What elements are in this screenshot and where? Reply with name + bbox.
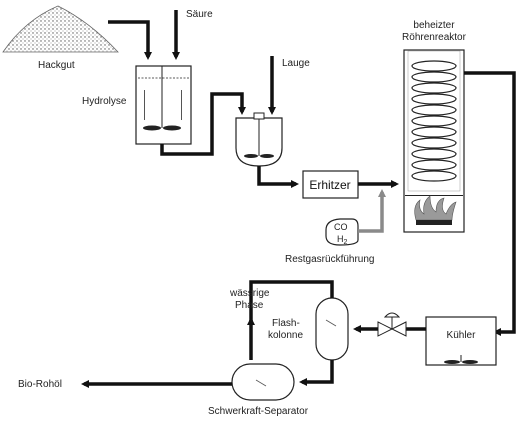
tubular-reactor: [403, 49, 465, 233]
hydrolyse-label: Hydrolyse: [82, 96, 127, 107]
hydrolysis-tank: [135, 65, 192, 145]
pipe-hydrolysis-to-neutralizer: [160, 92, 246, 156]
pipe-flash-to-separator: [299, 360, 334, 386]
separator-label: Schwerkraft-Separator: [208, 406, 309, 417]
heater-box: [302, 170, 359, 199]
flash-label-line2: kolonne: [268, 330, 303, 341]
reactor-coil: [411, 60, 457, 182]
kuehler-label: Kühler: [447, 330, 477, 341]
saeure-label: Säure: [186, 9, 213, 20]
pipe-reactor-to-cooler: [464, 71, 516, 336]
gas-recycle-pipe: [358, 189, 386, 233]
h2-label: H2: [337, 234, 348, 246]
throttle-valve: [377, 312, 407, 337]
recycle-gas-unit: CO H2: [325, 218, 359, 246]
reaktor-label-line2: Röhrenreaktor: [402, 32, 467, 43]
waessrige-label-line2: Phase: [235, 300, 264, 311]
biorohoel-label: Bio-Rohöl: [18, 379, 62, 390]
waessrige-label-line1: wässrige: [229, 288, 270, 299]
erhitzer-label: Erhitzer: [309, 178, 350, 192]
restgas-label: Restgasrückführung: [285, 254, 375, 265]
wood-chip-pile: [2, 5, 119, 53]
burner-flame: [414, 195, 457, 225]
flash-column: [315, 297, 349, 361]
co-label: CO: [334, 222, 348, 232]
flash-label-line1: Flash-: [272, 318, 300, 329]
aqueous-phase-pipe: [249, 280, 334, 324]
gravity-separator: [231, 363, 295, 401]
neutralization-tank: [235, 112, 283, 167]
hackgut-label: Hackgut: [38, 60, 75, 71]
reaktor-label-line1: beheizter: [413, 20, 455, 31]
cooler-unit: [425, 316, 497, 366]
hackgut-feed-pipe: [108, 20, 152, 60]
pipe-neutralizer-to-heater: [257, 166, 299, 188]
lauge-label: Lauge: [282, 58, 310, 69]
